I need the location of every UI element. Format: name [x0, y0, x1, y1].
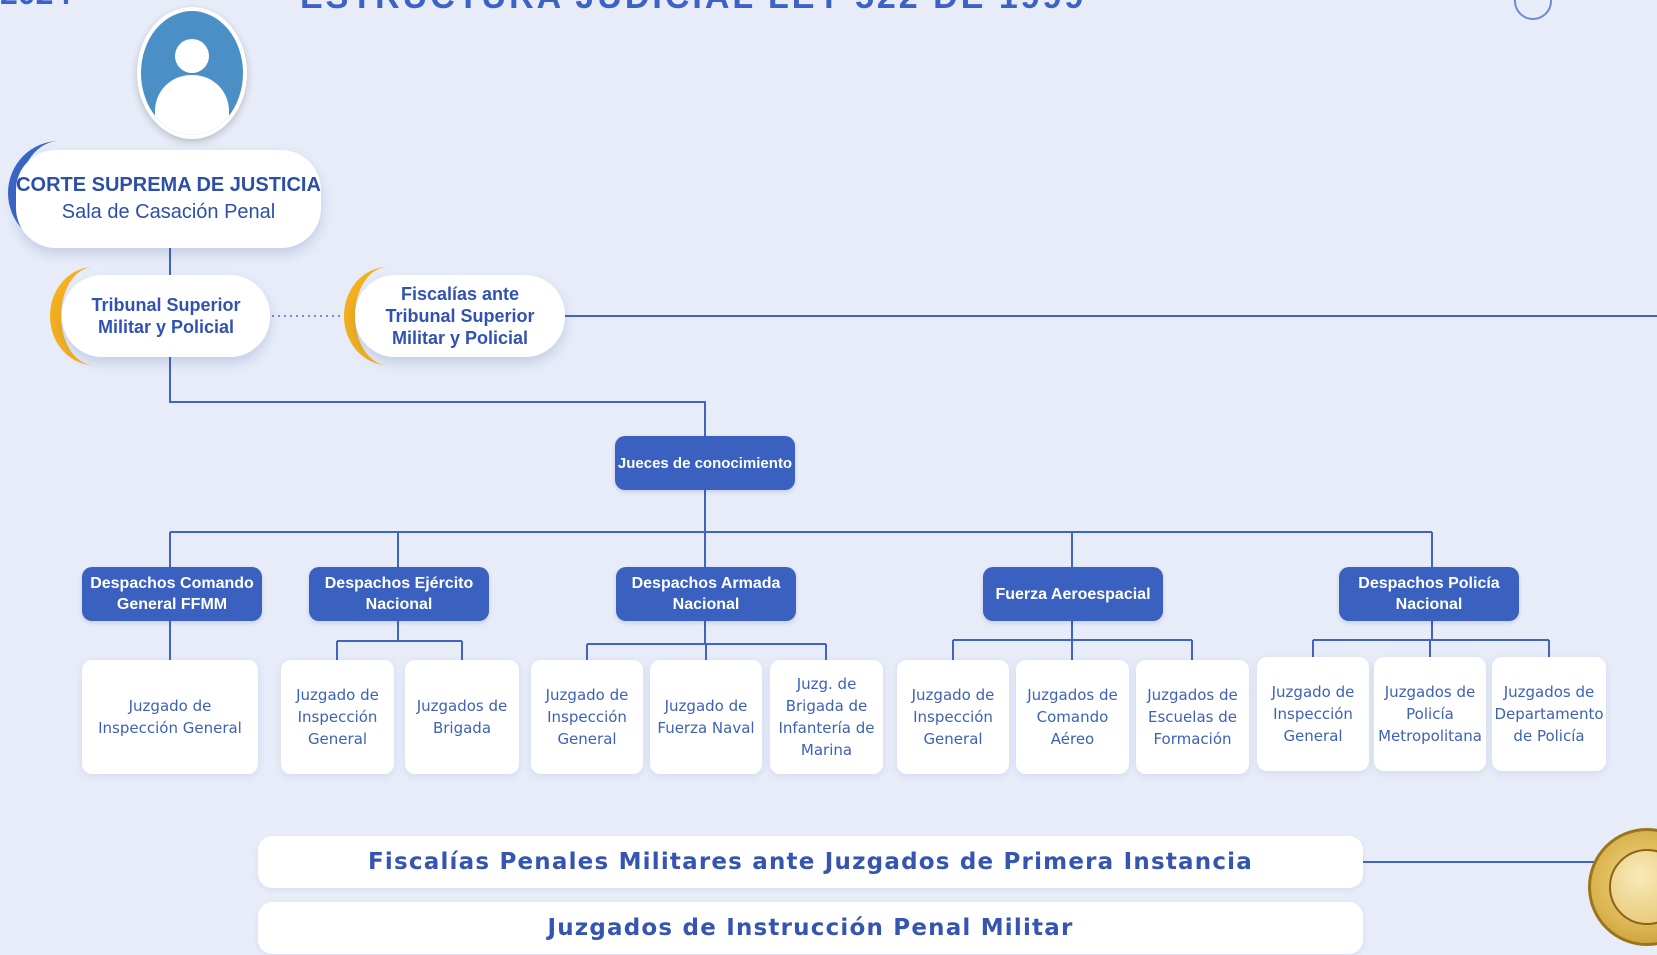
court-armada-fuerza-naval: Juzgado de Fuerza Naval	[650, 660, 762, 774]
juzgados-instruccion-bar: Juzgados de Instrucción Penal Militar	[258, 902, 1363, 954]
tribunal-accent-arc	[50, 267, 137, 365]
court-fuerza-aerea-comando-aereo: Juzgados de Comando Aéreo	[1016, 660, 1129, 774]
corte-suprema-title: CORTE SUPREMA DE JUSTICIA	[16, 174, 321, 196]
fiscalias-tribunal-node: Fiscalías ante Tribunal Superior Militar…	[355, 275, 565, 357]
department-fuerza-aeroespacial: Fuerza Aeroespacial	[983, 567, 1163, 621]
logo-text: 2024	[0, 0, 71, 12]
avatar-shoulders	[155, 75, 229, 135]
court-fuerza-aerea-escuelas: Juzgados de Escuelas de Formación	[1136, 660, 1249, 774]
corte-suprema-subtitle: Sala de Casación Penal	[61, 201, 276, 223]
court-armada-infanteria-marina: Juzg. de Brigada de Infantería de Marina	[770, 660, 883, 774]
department-comando-ffmm: Despachos Comando General FFMM	[82, 567, 262, 621]
court-policia-metropolitana: Juzgados de Policía Metropolitana	[1374, 657, 1486, 771]
court-ejercito-brigada: Juzgados de Brigada	[405, 660, 519, 774]
page-title: ESTRUCTURA JUDICIAL LEY 522 DE 1999	[300, 0, 1086, 17]
court-policia-inspeccion: Juzgado de Inspección General	[1257, 657, 1369, 771]
fiscalias-primera-instancia-bar: Fiscalías Penales Militares ante Juzgado…	[258, 836, 1363, 888]
department-policia: Despachos Policía Nacional	[1339, 567, 1519, 621]
seal-inner-emblem	[1609, 849, 1657, 925]
department-ejercito: Despachos Ejército Nacional	[309, 567, 489, 621]
fiscalias-accent-arc	[344, 267, 431, 365]
department-armada: Despachos Armada Nacional	[616, 567, 796, 621]
court-policia-departamento: Juzgados de Departamento de Policía	[1492, 657, 1606, 771]
corte-suprema-node: CORTE SUPREMA DE JUSTICIA Sala de Casaci…	[16, 150, 321, 248]
tribunal-node: Tribunal Superior Militar y Policial	[62, 275, 270, 357]
court-ejercito-inspeccion: Juzgado de Inspección General	[281, 660, 394, 774]
court-ffmm-inspeccion: Juzgado de Inspección General	[82, 660, 258, 774]
connector-tribunal-jueces	[169, 357, 706, 436]
court-fuerza-aerea-inspeccion: Juzgado de Inspección General	[897, 660, 1009, 774]
avatar	[137, 7, 247, 139]
jueces-conocimiento-node: Jueces de conocimiento	[615, 436, 795, 490]
court-armada-inspeccion: Juzgado de Inspección General	[531, 660, 643, 774]
avatar-head	[175, 39, 209, 73]
